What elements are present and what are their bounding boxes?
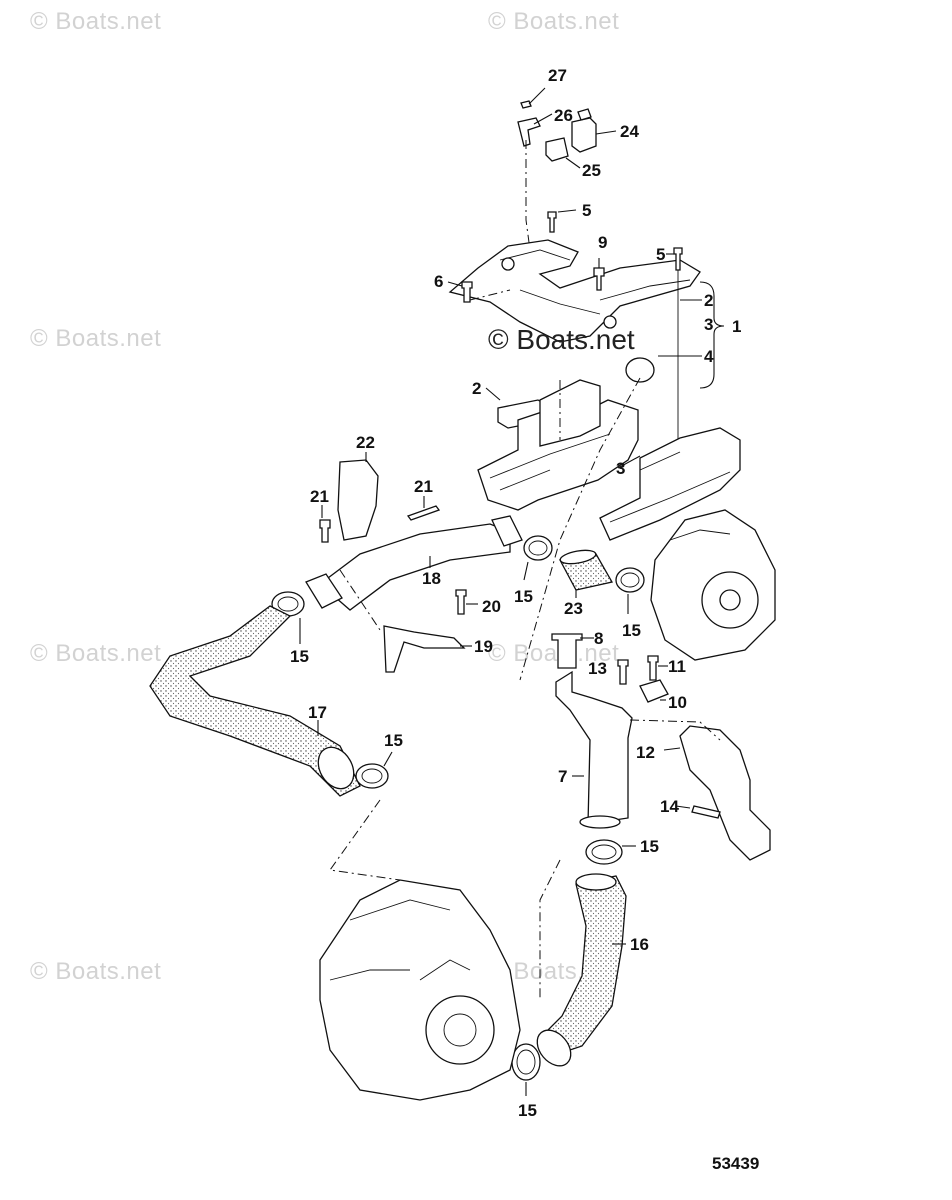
callout-7[interactable]: 7 — [558, 767, 568, 786]
callout-21[interactable]: 21 — [414, 477, 433, 496]
callout-9[interactable]: 9 — [598, 233, 608, 252]
clamp-icon — [523, 535, 553, 581]
watermark: © Boats.net — [30, 8, 162, 35]
callout-20[interactable]: 20 — [482, 597, 501, 616]
watermark: © Boats.net — [30, 325, 162, 352]
callout-3[interactable]: 3 — [616, 459, 626, 478]
clamp-icon — [615, 567, 645, 614]
bolt-icon — [319, 505, 331, 543]
bolt-icon — [406, 496, 441, 521]
callout-3[interactable]: 3 — [704, 315, 714, 334]
watermark: © Boats.net — [488, 8, 620, 35]
callout-15[interactable]: 15 — [640, 837, 659, 856]
callout-15[interactable]: 15 — [384, 731, 403, 750]
sensor-25 — [545, 137, 581, 169]
callout-1[interactable]: 1 — [732, 317, 742, 336]
callout-18[interactable]: 18 — [422, 569, 441, 588]
hose-icon — [536, 873, 627, 1067]
bolt-icon — [675, 805, 721, 819]
bolt-icon — [647, 655, 668, 681]
callout-6[interactable]: 6 — [434, 272, 444, 291]
manifold-icon — [599, 427, 741, 541]
clamp-icon — [511, 1043, 541, 1096]
bolt-icon — [617, 659, 629, 685]
bolt-icon — [666, 247, 683, 440]
callout-25[interactable]: 25 — [582, 161, 601, 180]
bracket-22 — [337, 452, 379, 541]
watermark: © Boats.net — [30, 958, 162, 985]
hose-icon — [305, 515, 523, 611]
hose-icon — [555, 670, 633, 829]
callout-23[interactable]: 23 — [564, 599, 583, 618]
clamp-icon — [355, 751, 393, 789]
center-watermark: © Boats.net — [488, 324, 635, 355]
callout-27[interactable]: 27 — [548, 66, 567, 85]
manifold-icon — [477, 379, 639, 511]
callout-21[interactable]: 21 — [310, 487, 329, 506]
sensor-10 — [639, 679, 669, 703]
callout-11[interactable]: 11 — [668, 657, 686, 676]
callout-19[interactable]: 19 — [474, 637, 493, 656]
manifold-icon — [448, 239, 701, 343]
callout-13[interactable]: 13 — [588, 659, 607, 678]
callout-5[interactable]: 5 — [582, 201, 592, 220]
bolt-icon — [547, 209, 577, 233]
bracket-12 — [663, 725, 771, 861]
bolt-icon — [455, 589, 478, 615]
callout-15[interactable]: 15 — [518, 1101, 537, 1120]
callout-16[interactable]: 16 — [630, 935, 649, 954]
callout-5[interactable]: 5 — [656, 245, 666, 264]
callout-17[interactable]: 17 — [308, 703, 327, 722]
callout-12[interactable]: 12 — [636, 743, 655, 762]
callout-26[interactable]: 26 — [554, 106, 573, 125]
engine-block — [319, 879, 521, 1101]
bolt-icon — [551, 633, 594, 669]
bracket-icon — [517, 113, 553, 147]
callout-14[interactable]: 14 — [660, 797, 679, 816]
callout-15[interactable]: 15 — [514, 587, 533, 606]
bolt-icon — [447, 281, 511, 303]
bolt-icon — [593, 258, 605, 291]
callout-4[interactable]: 4 — [704, 347, 714, 366]
bolt-icon — [520, 87, 546, 109]
sensor-24 — [571, 108, 617, 153]
watermark: © Boats.net — [30, 640, 162, 667]
callout-22[interactable]: 22 — [356, 433, 375, 452]
engine-block — [650, 509, 776, 661]
callout-8[interactable]: 8 — [594, 629, 604, 648]
callout-2[interactable]: 2 — [704, 291, 714, 310]
callout-2[interactable]: 2 — [472, 379, 482, 398]
bracket-19 — [383, 625, 472, 673]
hose-icon — [559, 549, 614, 598]
callout-15[interactable]: 15 — [622, 621, 641, 640]
clamp-icon — [585, 839, 636, 865]
hose-icon — [149, 605, 361, 797]
figure-number: 53439 — [712, 1154, 760, 1173]
callout-15[interactable]: 15 — [290, 647, 309, 666]
callout-10[interactable]: 10 — [668, 693, 687, 712]
callout-24[interactable]: 24 — [620, 122, 639, 141]
